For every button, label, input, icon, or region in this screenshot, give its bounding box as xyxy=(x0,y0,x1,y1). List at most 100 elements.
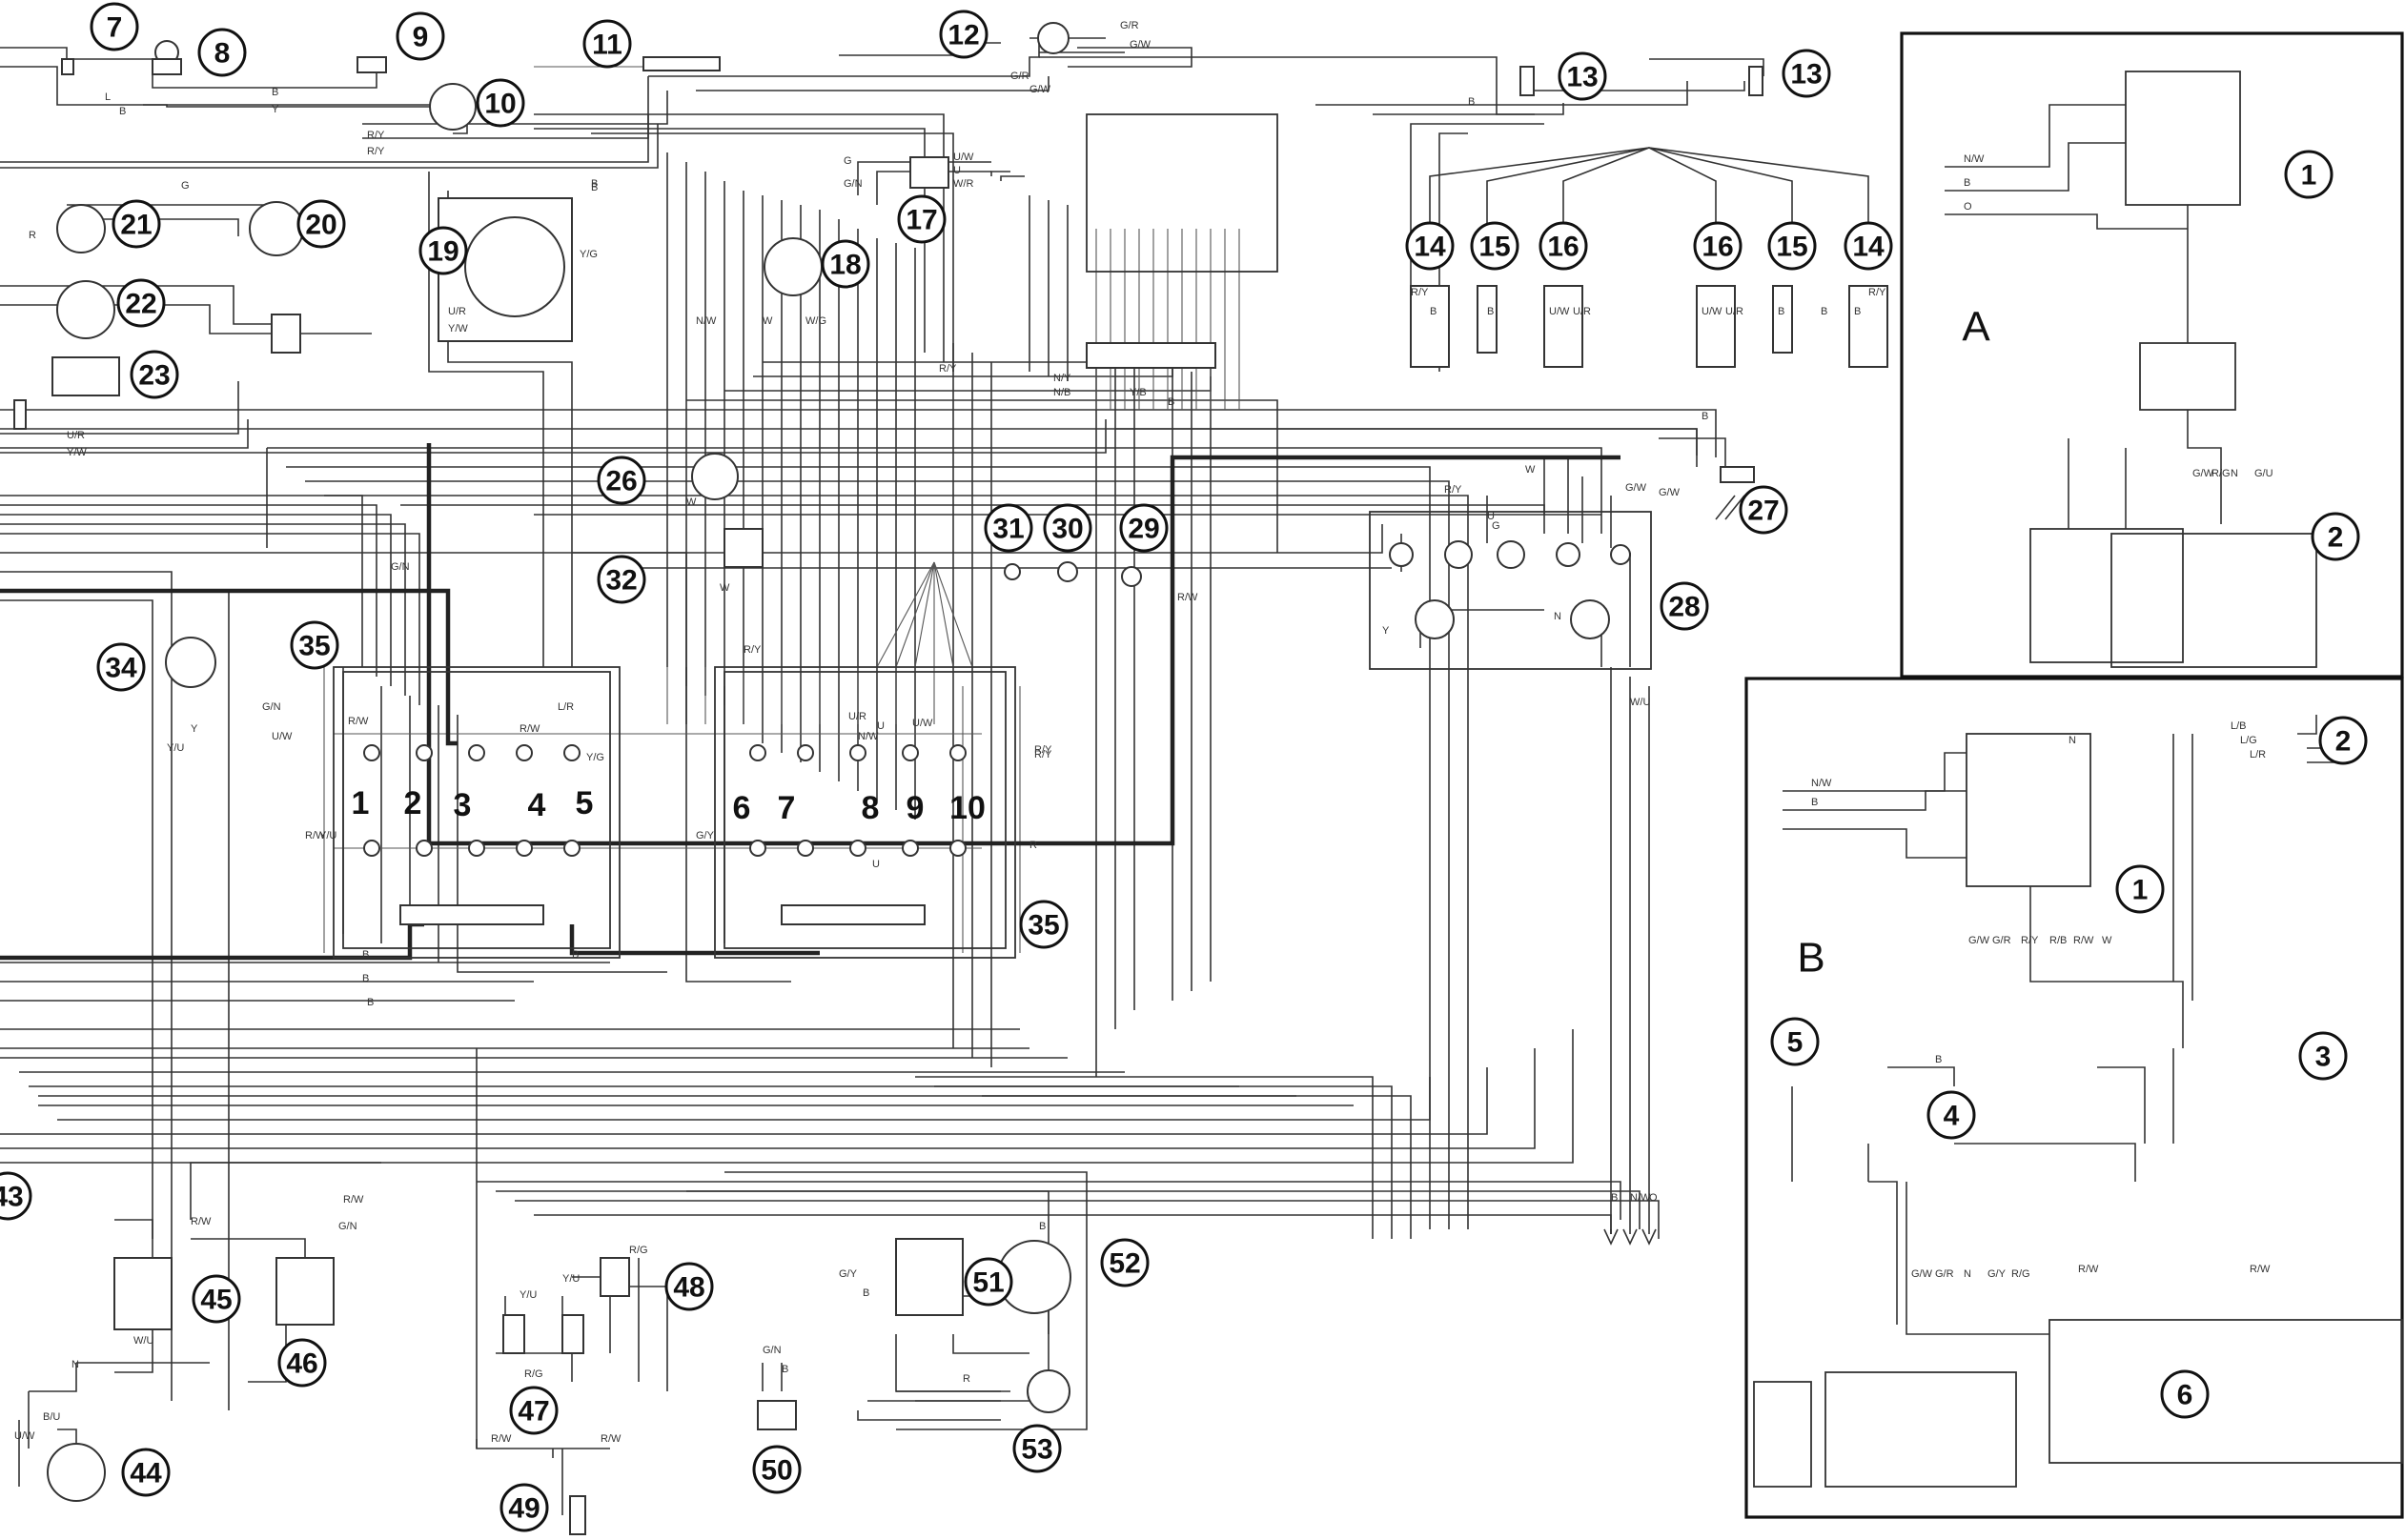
svg-text:9: 9 xyxy=(413,22,429,53)
wire-label: R/W xyxy=(491,1433,512,1445)
svg-text:45: 45 xyxy=(200,1285,232,1316)
wire-label: N/W xyxy=(1964,153,1985,165)
svg-text:2: 2 xyxy=(2335,726,2352,758)
wire-label: R/W xyxy=(520,723,540,735)
wire-label: W/U xyxy=(133,1335,153,1347)
wire-label: B xyxy=(1935,1054,1942,1065)
callout-50: 50 xyxy=(752,1445,802,1494)
callout-15a: 15 xyxy=(1470,221,1519,271)
switch-number-1: 1 xyxy=(352,785,370,821)
svg-text:47: 47 xyxy=(518,1396,549,1428)
wire-label: U xyxy=(953,165,961,176)
wire-label: U/R xyxy=(1725,306,1743,317)
wire-label: Y/U xyxy=(562,1273,580,1285)
callout-35b: 35 xyxy=(1019,900,1069,949)
inset-b-callout-1: 1 xyxy=(2115,864,2165,914)
wire-label: Y/W xyxy=(67,447,87,458)
callout-22: 22 xyxy=(116,278,166,328)
wire-label: B xyxy=(1430,306,1437,317)
switch-number-5: 5 xyxy=(576,785,594,821)
wire-label: B xyxy=(1468,96,1475,108)
callout-9: 9 xyxy=(396,11,445,61)
wire-label: W xyxy=(720,582,730,594)
wire-label: U/W xyxy=(1549,306,1570,317)
wire-label: N xyxy=(2069,735,2076,746)
wire-label: U/W xyxy=(953,152,974,163)
wire-label: B xyxy=(1854,306,1861,317)
wire-label: U/R xyxy=(1573,306,1591,317)
wire-label: G xyxy=(844,155,852,167)
svg-text:2: 2 xyxy=(2328,522,2344,554)
wire-label: R/Y xyxy=(367,146,385,157)
svg-text:29: 29 xyxy=(1128,514,1159,545)
wire-label: G/R xyxy=(1992,935,2011,946)
wire-label: Y xyxy=(272,104,279,115)
svg-text:30: 30 xyxy=(1051,514,1083,545)
svg-text:17: 17 xyxy=(906,205,937,236)
callout-26: 26 xyxy=(597,456,646,505)
svg-text:44: 44 xyxy=(130,1458,162,1489)
svg-text:53: 53 xyxy=(1021,1434,1052,1466)
callout-34: 34 xyxy=(96,642,146,692)
wire-label: R/Y xyxy=(1034,749,1052,760)
wire-label: B xyxy=(1821,306,1827,317)
wire-label: U/W xyxy=(272,731,293,742)
svg-text:4: 4 xyxy=(1944,1101,1960,1132)
wire-label: R/W xyxy=(305,830,326,841)
inset-b-callout-6: 6 xyxy=(2160,1369,2210,1419)
svg-text:5: 5 xyxy=(1787,1027,1804,1059)
wire-label: R/W xyxy=(601,1433,622,1445)
svg-text:14: 14 xyxy=(1414,232,1446,263)
wire-label: R xyxy=(29,230,36,241)
wire-label: N/W xyxy=(696,315,717,327)
wire-label: L xyxy=(105,91,111,103)
callout-13b: 13 xyxy=(1782,49,1831,98)
svg-text:21: 21 xyxy=(120,210,152,241)
wire-label: G xyxy=(181,180,190,192)
svg-text:23: 23 xyxy=(138,360,170,392)
wire-label: B xyxy=(1702,411,1708,422)
wire-label: G xyxy=(1492,520,1500,532)
callout-19: 19 xyxy=(418,226,468,275)
wire-label: R/G xyxy=(629,1245,648,1256)
wire-label: N/B xyxy=(1053,387,1070,398)
callout-14b: 14 xyxy=(1844,221,1893,271)
svg-text:3: 3 xyxy=(2315,1042,2332,1073)
wire-label: Y xyxy=(191,723,198,735)
callout-8: 8 xyxy=(197,28,247,77)
wire-label: G/W xyxy=(1659,487,1681,498)
wire-label: N xyxy=(71,1359,79,1370)
wire-label: R/Y xyxy=(2021,935,2039,946)
callout-13a: 13 xyxy=(1558,51,1607,101)
callout-28: 28 xyxy=(1660,581,1709,631)
wire-label: N/W xyxy=(858,731,879,742)
wire-label: U xyxy=(1487,511,1495,522)
wire-label: L/B xyxy=(2231,720,2247,732)
wire-label: B xyxy=(1811,797,1818,808)
wire-label: B xyxy=(1778,306,1784,317)
wire-label: G/W xyxy=(1625,482,1647,494)
wire-label: R/Y xyxy=(1868,287,1886,298)
svg-text:48: 48 xyxy=(673,1272,704,1304)
wire-label: L/G xyxy=(2240,735,2257,746)
inset-panel-a xyxy=(1900,31,2404,679)
wire-label: B/U xyxy=(43,1411,60,1423)
callout-48: 48 xyxy=(664,1262,714,1311)
wire-colour-labels: G/R G/W G/R G/W B Y B L R/Y R/Y G R B B … xyxy=(14,20,2273,1445)
wire-label: B xyxy=(1168,396,1174,408)
wire-label: U/W xyxy=(14,1430,35,1442)
wire-label: R/G xyxy=(524,1368,543,1380)
wire-label: B xyxy=(572,949,579,961)
callout-32: 32 xyxy=(597,555,646,604)
svg-text:32: 32 xyxy=(605,565,637,597)
wire-label: W xyxy=(686,496,697,508)
callout-23: 23 xyxy=(130,350,179,399)
wire-label: Y/U xyxy=(167,742,184,754)
svg-text:51: 51 xyxy=(972,1267,1004,1299)
svg-text:52: 52 xyxy=(1109,1248,1140,1280)
wire-label: B xyxy=(591,178,598,190)
wire-label: G/W xyxy=(1029,84,1051,95)
svg-text:35: 35 xyxy=(298,631,330,662)
switch-number-9: 9 xyxy=(907,790,925,826)
svg-text:49: 49 xyxy=(508,1493,540,1525)
